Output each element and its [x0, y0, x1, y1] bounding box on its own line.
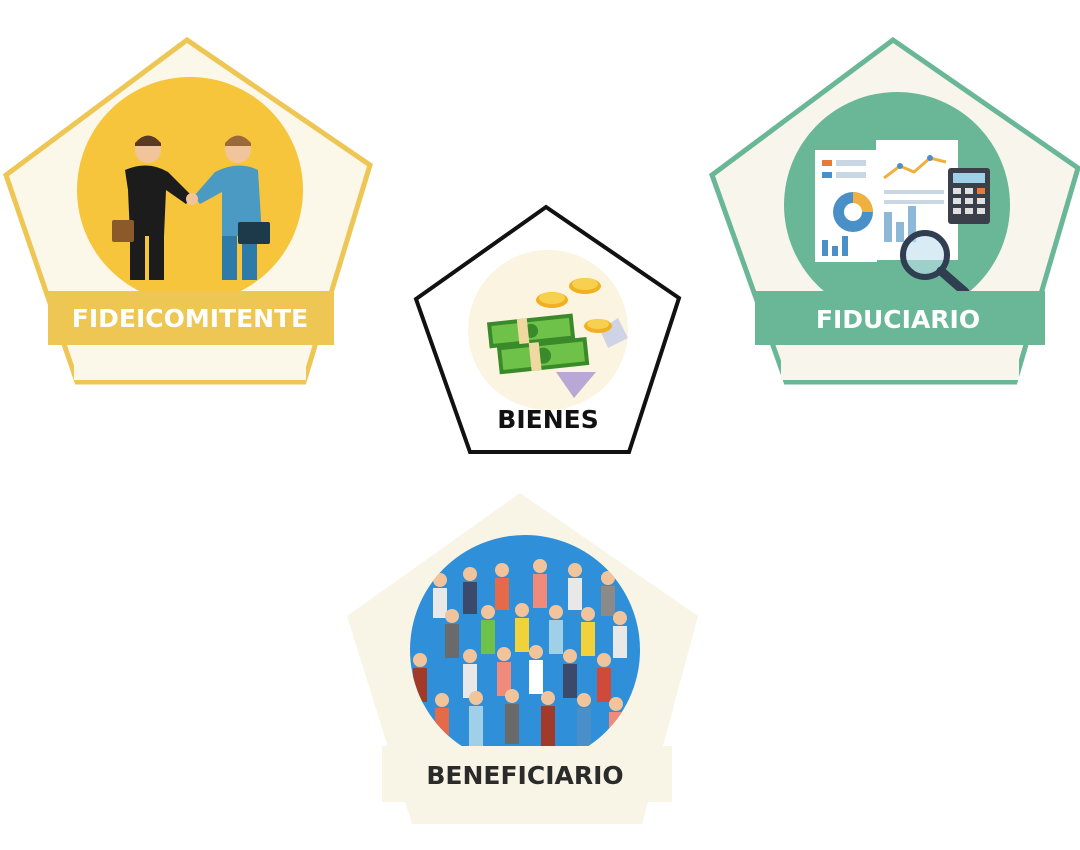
fiduciario-node: FIDUCIARIO: [709, 36, 1080, 385]
bienes-node: BIENES: [413, 204, 682, 454]
fideicomitente-lower-panel: [74, 350, 306, 380]
fideicomitente-circle: [77, 77, 303, 303]
crowd-people-icon: [413, 559, 627, 748]
beneficiario-node: BENEFICIARIO: [347, 493, 698, 824]
bienes-label: BIENES: [497, 405, 598, 434]
beneficiario-band: [382, 746, 672, 802]
fideicomitente-node: FIDEICOMITENTE: [3, 36, 373, 385]
fiduciario-band: [755, 291, 1045, 345]
handshake-icon: [112, 135, 270, 280]
beneficiario-label: BENEFICIARIO: [426, 761, 623, 790]
fideicomitente-label: FIDEICOMITENTE: [72, 304, 308, 333]
fiduciario-label: FIDUCIARIO: [816, 305, 980, 334]
fiduciario-lower-panel: [781, 350, 1019, 380]
fideicomitente-band: [48, 291, 334, 345]
report-analytics-icon: [815, 140, 990, 297]
money-coins-icon: [486, 278, 628, 398]
